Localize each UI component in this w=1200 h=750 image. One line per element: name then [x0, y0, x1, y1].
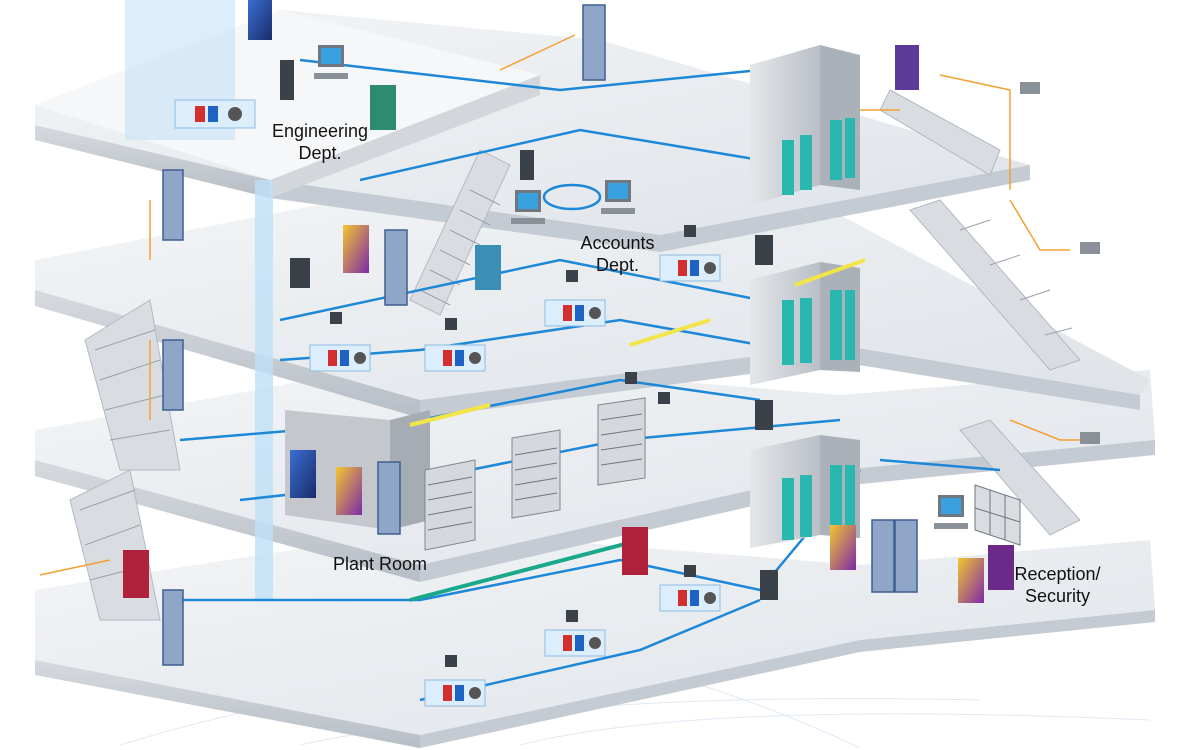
control-panels [174, 99, 721, 707]
cctv-cameras [1020, 82, 1100, 444]
plant-room-label-line1: Plant Room [332, 554, 428, 574]
accounts-label-line1: Accounts [580, 233, 655, 253]
field-controllers [280, 60, 778, 667]
plant-room-label: Plant Room [330, 553, 430, 575]
security-panels [123, 0, 1014, 603]
workstations [314, 45, 968, 529]
accounts-dept-label: Accounts Dept. [575, 232, 660, 276]
engineering-label-line1: Engineering [271, 121, 369, 141]
server-rack-second-floor [750, 262, 860, 385]
server-rack-third-floor [750, 45, 860, 205]
server-rack-first-floor [750, 435, 860, 548]
engineering-label-line2: Dept. [298, 143, 342, 163]
stair-steps [79, 189, 1073, 581]
accounts-label-line2: Dept. [595, 255, 640, 275]
server-racks [750, 45, 860, 548]
air-handling-unit-slats [427, 413, 643, 531]
utility-cabling [39, 34, 1080, 576]
doors [162, 4, 918, 666]
cctv-monitor-wall [974, 484, 1021, 546]
sprinkler-pipes [409, 258, 866, 602]
reception-label-line2: Security [1024, 586, 1091, 606]
engineering-dept-label: Engineering Dept. [270, 120, 370, 164]
reception-security-label: Reception/ Security [1010, 563, 1105, 607]
reception-label-line1: Reception/ [1014, 564, 1101, 584]
